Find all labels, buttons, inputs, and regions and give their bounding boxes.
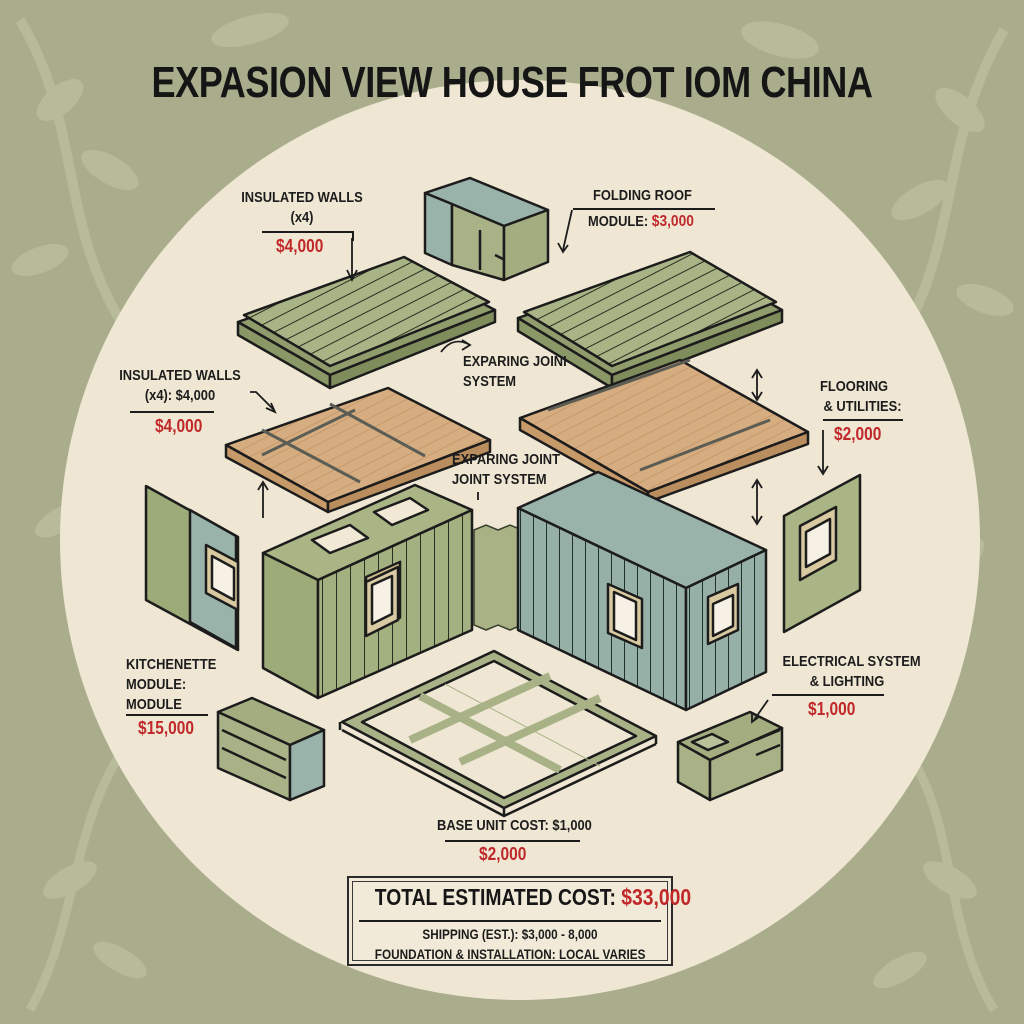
leader-rule xyxy=(823,419,903,421)
leader-rule xyxy=(130,411,214,413)
label-line: (x4): $4,000 xyxy=(144,387,216,404)
leader-rule xyxy=(262,231,354,233)
price-insulated-walls-top: $4,000 xyxy=(276,236,324,256)
shipping-estimate: SHIPPING (EST.): $3,000 - 8,000 xyxy=(422,926,598,942)
page-title: EXPASION VIEW HOUSE FROT IOM CHINA xyxy=(151,58,873,107)
base-frame xyxy=(338,649,658,818)
label-line: & UTILITIES: xyxy=(823,398,902,415)
expansion-joint-bellows xyxy=(473,524,523,631)
total-cost-label: TOTAL ESTIMATED COST: xyxy=(374,884,616,910)
label-insulated-walls-top: INSULATED WALLS (x4) xyxy=(233,188,371,228)
label-folding-roof: MODULE: $3,000 xyxy=(588,212,694,232)
label-joint-system-upper: EXPARING JOINI SYSTEM xyxy=(463,352,567,392)
label-flooring-utilities: FLOORING & UTILITIES: xyxy=(820,377,902,417)
label-line: INSULATED WALLS xyxy=(119,367,241,384)
label-line: MODULE: xyxy=(126,676,187,693)
label-line: FLOORING xyxy=(820,378,889,395)
price-folding-roof: $3,000 xyxy=(651,213,694,230)
label-base-unit: BASE UNIT COST: $1,000 xyxy=(437,817,592,834)
label-insulated-walls-left: INSULATED WALLS (x4): $4,000 xyxy=(111,366,249,406)
label-line: JOINT SYSTEM xyxy=(452,471,547,488)
floor-panel-left xyxy=(224,386,492,514)
label-line: KITCHENETTE xyxy=(126,656,217,673)
label-line: & LIGHTING xyxy=(809,673,885,690)
total-cost-box: TOTAL ESTIMATED COST: $33,000 SHIPPING (… xyxy=(347,876,691,966)
total-divider xyxy=(359,920,661,922)
price-electrical: $1,000 xyxy=(808,699,856,719)
price-insulated-walls-left: $4,000 xyxy=(155,416,203,436)
label-kitchenette: KITCHENETTE MODULE: MODULE xyxy=(126,655,216,715)
cabinet-module-top xyxy=(423,176,550,282)
kitchenette-cabinet xyxy=(216,696,326,802)
container-olive xyxy=(261,483,474,700)
label-line: EXPARING JOINI xyxy=(463,353,567,370)
label-line: (x4) xyxy=(290,209,314,226)
electrical-cabinet xyxy=(676,710,784,802)
label-joint-system-center: EXPARING JOINT JOINT SYSTEM xyxy=(452,450,560,490)
label-folding-roof-line1: FOLDING ROOF xyxy=(593,187,692,204)
wall-panel-left xyxy=(144,484,240,652)
total-cost-value: $33,000 xyxy=(621,884,692,910)
leader-arrows xyxy=(250,209,829,724)
leader-rule xyxy=(573,208,715,210)
label-line: MODULE xyxy=(126,696,182,713)
leader-rule xyxy=(445,840,580,842)
wall-panel-right xyxy=(782,473,862,634)
price-kitchenette: $15,000 xyxy=(138,718,194,738)
label-line: MODULE: xyxy=(588,213,649,230)
price-base-unit: $2,000 xyxy=(479,844,527,864)
leader-rule xyxy=(126,714,208,716)
label-line: SYSTEM xyxy=(463,373,517,390)
label-electrical: ELECTRICAL SYSTEM & LIGHTING xyxy=(782,652,921,692)
label-line: INSULATED WALLS xyxy=(241,189,363,206)
price-flooring-utilities: $2,000 xyxy=(834,424,882,444)
container-blue xyxy=(516,470,768,712)
leader-rule xyxy=(352,231,354,241)
total-cost-line: TOTAL ESTIMATED COST: $33,000 xyxy=(374,884,691,911)
leader-rule xyxy=(772,694,884,696)
label-line: ELECTRICAL SYSTEM xyxy=(782,653,921,670)
label-line: EXPARING JOINT xyxy=(452,451,560,468)
foundation-note: FOUNDATION & INSTALLATION: LOCAL VARIES xyxy=(374,946,646,962)
